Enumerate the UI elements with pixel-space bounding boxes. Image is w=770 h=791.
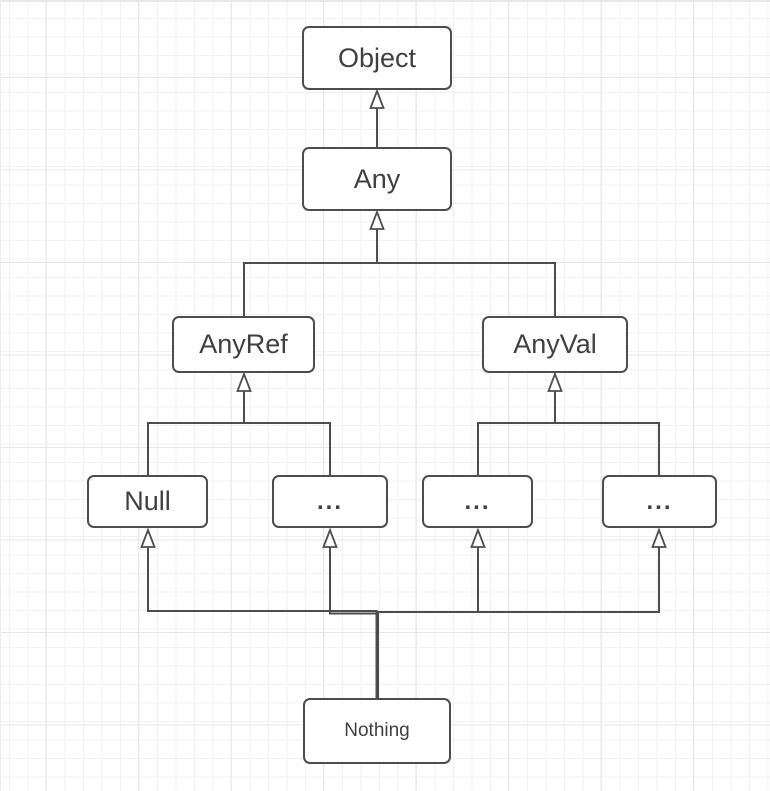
node-anyref-label: AnyRef <box>199 329 288 359</box>
edge-nothing-refothers[interactable] <box>322 527 378 698</box>
node-refothers[interactable]: ... <box>272 475 388 528</box>
edge-nothing-valothers1[interactable] <box>376 527 486 698</box>
node-anyref[interactable]: AnyRef <box>172 316 315 373</box>
edge-refothers-anyref[interactable] <box>244 422 331 475</box>
node-valothers2-label: ... <box>646 487 673 515</box>
edge-null-anyref[interactable] <box>147 371 252 475</box>
canvas-left-edge <box>0 0 1 791</box>
node-valothers1-label: ... <box>464 487 491 515</box>
node-nothing-label: Nothing <box>344 720 410 741</box>
node-object[interactable]: Object <box>302 26 452 90</box>
edge-nothing-valothers2[interactable] <box>377 527 667 613</box>
node-nothing[interactable]: Nothing <box>303 698 451 764</box>
node-valothers1[interactable]: ... <box>422 475 533 528</box>
canvas-top-edge <box>0 0 770 2</box>
edge-anyref-any[interactable] <box>243 209 385 316</box>
edge-valothers1-anyval[interactable] <box>477 371 563 475</box>
node-any[interactable]: Any <box>302 147 452 211</box>
node-anyval[interactable]: AnyVal <box>482 316 628 373</box>
node-null-label: Null <box>124 486 171 516</box>
edge-anyval-any[interactable] <box>377 262 556 316</box>
edge-any-object[interactable] <box>369 88 385 147</box>
node-anyval-label: AnyVal <box>513 329 597 359</box>
node-any-label: Any <box>353 163 401 194</box>
node-refothers-label: ... <box>316 487 343 515</box>
node-object-label: Object <box>337 42 417 73</box>
node-valothers2[interactable]: ... <box>602 475 717 528</box>
node-null[interactable]: Null <box>87 475 208 528</box>
edge-valothers2-anyval[interactable] <box>555 422 660 475</box>
